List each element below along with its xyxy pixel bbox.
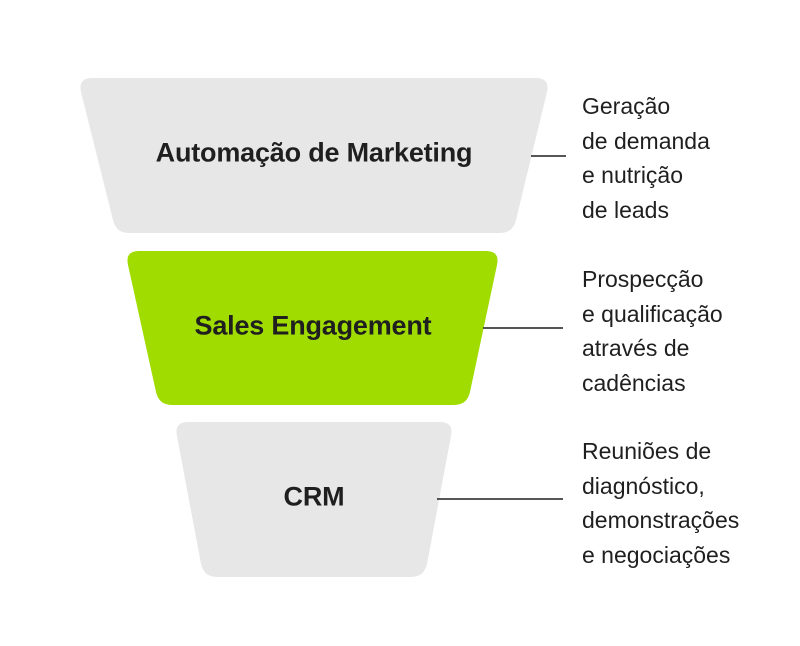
description-line: de demanda bbox=[582, 127, 710, 154]
description-line: através de bbox=[582, 335, 690, 361]
description-line: e negociações bbox=[582, 541, 731, 568]
stage-2-description: Prospecção e qualificação através de cad… bbox=[582, 262, 723, 400]
funnel-stage-2-shape bbox=[127, 251, 498, 405]
description-line: Prospecção bbox=[582, 266, 704, 292]
description-line: diagnóstico, bbox=[582, 472, 705, 499]
stage-1-description: Geração de demanda e nutrição de leads bbox=[582, 89, 710, 227]
description-line: e qualificação bbox=[582, 300, 723, 327]
stage-2-label: Sales Engagement bbox=[194, 310, 432, 341]
stage-1-label: Automação de Marketing bbox=[155, 137, 473, 168]
description-line: demonstrações bbox=[582, 507, 740, 533]
description-line: e nutrição bbox=[582, 162, 684, 188]
funnel-stage-3-shape bbox=[176, 422, 452, 577]
stage-3-label: CRM bbox=[283, 481, 345, 512]
description-line: Geração bbox=[582, 93, 671, 119]
description-line: cadências bbox=[582, 369, 686, 396]
description-line: de leads bbox=[582, 196, 669, 223]
funnel-stage-1-shape bbox=[80, 78, 548, 233]
stage-3-description: Reuniões de diagnóstico, demonstrações e… bbox=[582, 434, 739, 572]
description-line: Reuniões de bbox=[582, 438, 712, 464]
